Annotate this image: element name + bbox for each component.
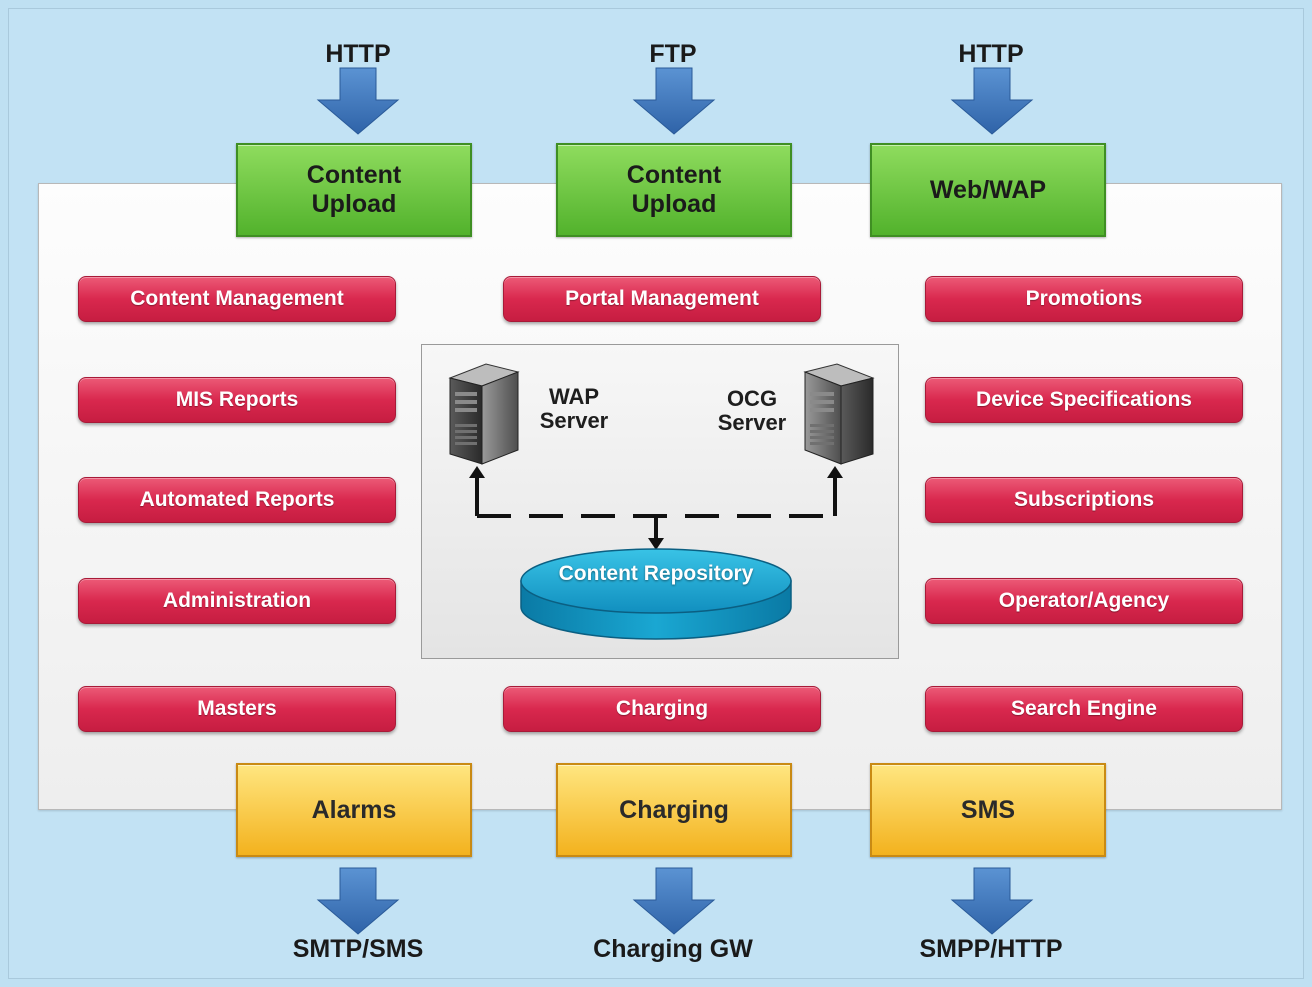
input-protocol-1: HTTP — [325, 40, 391, 68]
input-protocol-2: FTP — [649, 40, 697, 68]
content-repository-label: Content Repository — [558, 562, 754, 585]
module-search-engine: Search Engine — [925, 686, 1243, 732]
wap-server-label: WAP Server — [539, 384, 609, 433]
module-charging: Charging — [503, 686, 821, 732]
ocg-server-icon — [803, 363, 875, 465]
output-protocol-1: SMTP/SMS — [292, 935, 424, 963]
input-box-web-wap: Web/WAP — [870, 143, 1106, 237]
module-administration: Administration — [78, 578, 396, 624]
output-box-charging: Charging — [556, 763, 792, 857]
down-arrow-icon — [950, 67, 1034, 135]
module-content-management: Content Management — [78, 276, 396, 322]
wap-server-icon — [448, 363, 520, 465]
module-masters: Masters — [78, 686, 396, 732]
module-subscriptions: Subscriptions — [925, 477, 1243, 523]
ocg-server-label: OCG Server — [717, 386, 787, 435]
module-device-specifications: Device Specifications — [925, 377, 1243, 423]
down-arrow-icon — [632, 67, 716, 135]
input-box-content-upload-http: Content Upload — [236, 143, 472, 237]
down-arrow-icon — [632, 867, 716, 935]
down-arrow-icon — [316, 867, 400, 935]
module-operator-agency: Operator/Agency — [925, 578, 1243, 624]
input-box-content-upload-ftp: Content Upload — [556, 143, 792, 237]
output-protocol-3: SMPP/HTTP — [919, 935, 1063, 963]
module-mis-reports: MIS Reports — [78, 377, 396, 423]
module-portal-management: Portal Management — [503, 276, 821, 322]
output-box-alarms: Alarms — [236, 763, 472, 857]
content-repository-icon — [520, 548, 792, 640]
down-arrow-icon — [950, 867, 1034, 935]
output-box-sms: SMS — [870, 763, 1106, 857]
down-arrow-icon — [316, 67, 400, 135]
output-protocol-2: Charging GW — [593, 935, 753, 963]
server-connector — [469, 466, 843, 550]
module-automated-reports: Automated Reports — [78, 477, 396, 523]
input-protocol-3: HTTP — [958, 40, 1024, 68]
module-promotions: Promotions — [925, 276, 1243, 322]
